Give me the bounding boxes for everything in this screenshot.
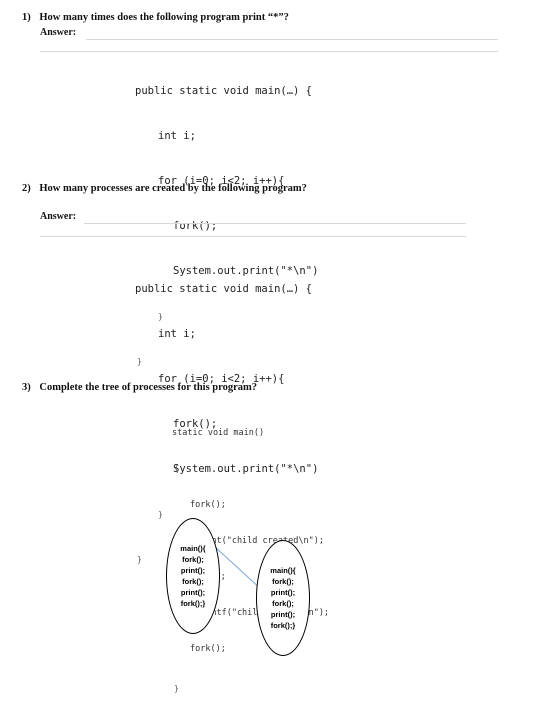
code-block-2: public static void main(…) { int i; for … [135, 252, 318, 582]
question-3-number: 3) [22, 382, 31, 393]
tree-edge [213, 545, 263, 591]
code-line: System.out.print("*\n") [173, 265, 319, 277]
node-line: fork(); [272, 599, 294, 608]
code-line: fork(); [190, 500, 226, 510]
question-1-number: 1) [22, 12, 31, 23]
code-line: print("child created\n"); [196, 536, 324, 546]
process-node-child: main(){ fork(); print(); fork(); print()… [256, 540, 310, 656]
code-line: } [137, 555, 142, 564]
answer-1-label: Answer: [40, 27, 77, 38]
code-line: } [158, 312, 163, 321]
question-1: 1) How many times does the following pro… [22, 12, 289, 23]
code-line: for (i=0; i<2; i++){ [158, 175, 285, 187]
question-2-number: 2) [22, 183, 31, 194]
question-2: 2) How many processes are created by the… [22, 183, 307, 194]
question-3-text: Complete the tree of processes for this … [39, 382, 258, 393]
answer-1-line [86, 39, 498, 40]
question-2-text: How many processes are created by the fo… [39, 183, 307, 194]
answer-2-line-2 [40, 236, 466, 237]
code-block-1: public static void main(…) { int i; for … [135, 54, 318, 384]
code-line: public static void main(…) { [135, 85, 313, 97]
node-line: fork(); [182, 555, 204, 564]
node-line: fork();} [180, 599, 206, 608]
node-line: fork(); [272, 577, 294, 586]
code-line: } [137, 357, 142, 366]
answer-2-line [84, 223, 466, 224]
code-line: { [174, 464, 179, 473]
question-1-text: How many times does the following progra… [39, 12, 289, 23]
node-line: print(); [270, 610, 296, 619]
code-line: } [174, 684, 179, 693]
node-line: main(){ [180, 544, 206, 553]
code-line: int i; [158, 328, 196, 340]
node-line: fork();} [270, 621, 296, 630]
code-line: } [158, 510, 163, 519]
answer-2-label: Answer: [40, 211, 77, 222]
node-line: main(){ [270, 566, 296, 575]
node-line: print(); [270, 588, 296, 597]
node-line: fork(); [182, 577, 204, 586]
node-line: print(); [180, 588, 206, 597]
code-line: System.out.print("*\n") [173, 463, 319, 475]
code-line: for (i=0; i<2; i++){ [158, 373, 285, 385]
node-line: print(); [180, 566, 206, 575]
code-line: public static void main(…) { [135, 283, 313, 295]
answer-1-line-2 [40, 51, 498, 52]
code-line: int i; [158, 130, 196, 142]
question-3: 3) Complete the tree of processes for th… [22, 382, 257, 393]
code-line: static void main() [172, 428, 265, 438]
code-line: fork(); [190, 644, 226, 654]
process-node-main: main(){ fork(); print(); fork(); print()… [166, 518, 220, 634]
code-line: fork(); [173, 418, 218, 430]
